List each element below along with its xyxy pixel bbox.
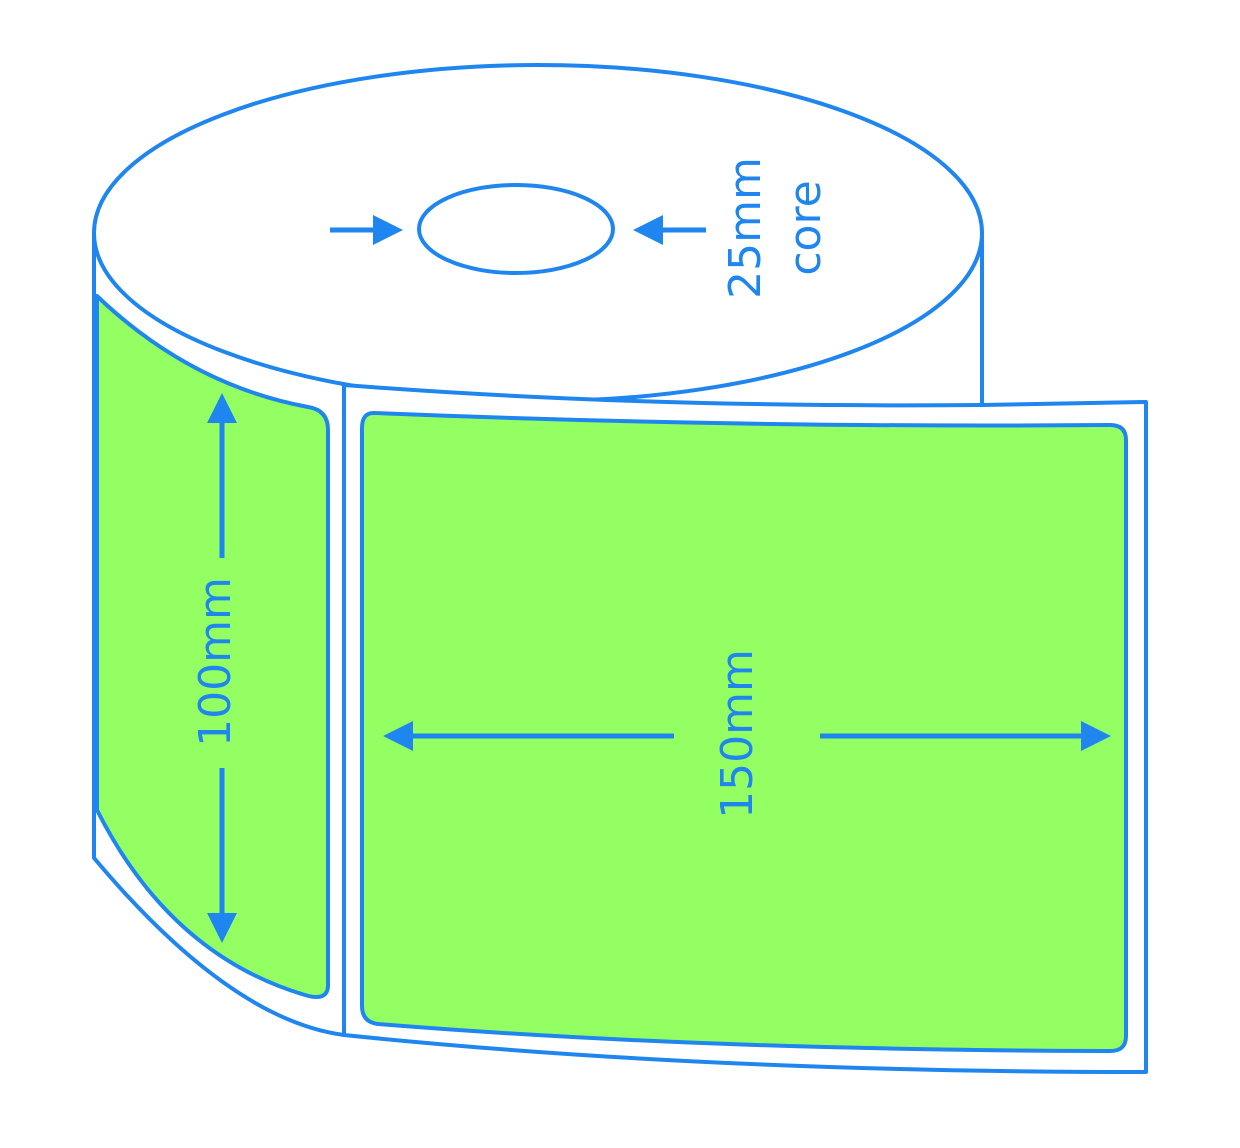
core-hole — [417, 183, 615, 275]
label-on-roll — [95, 294, 330, 999]
core-size-text: 25mm — [720, 157, 771, 299]
label-width-text: 150mm — [712, 649, 763, 819]
core-label-text: core — [780, 180, 831, 275]
label-unrolled — [360, 410, 1128, 1054]
label-height-text: 100mm — [190, 577, 241, 747]
